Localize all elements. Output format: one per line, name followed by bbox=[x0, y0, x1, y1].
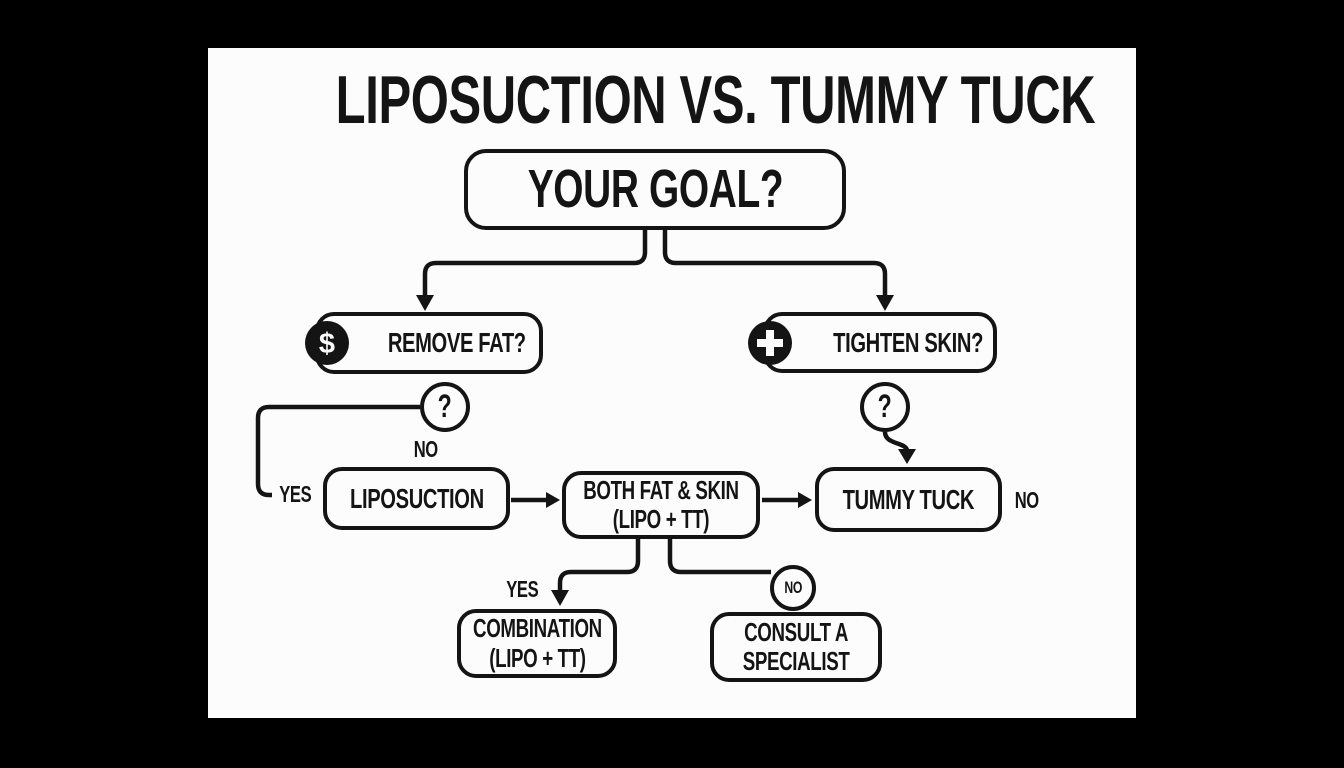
plus-circle-icon bbox=[747, 320, 792, 365]
node-tummy-tuck-label: TUMMY TUCK bbox=[842, 483, 975, 515]
question-mark: ? bbox=[878, 388, 892, 425]
connector-question-right-to-tummy-tuck bbox=[882, 431, 910, 452]
node-tummy-tuck: TUMMY TUCK bbox=[815, 467, 1002, 532]
node-liposuction-label: LIPOSUCTION bbox=[349, 482, 484, 514]
question-circle-tighten-skin: ? bbox=[860, 382, 910, 432]
no-circle-consult-text: NO bbox=[784, 578, 802, 598]
node-your-goal-label: YOUR GOAL? bbox=[527, 159, 783, 220]
connector-lines bbox=[255, 230, 916, 606]
node-tighten-skin: TIGHTEN SKIN? bbox=[747, 312, 997, 373]
arrowhead-into-combination bbox=[551, 590, 569, 606]
edge-label-no-tummy-tuck-text: NO bbox=[1014, 487, 1039, 513]
edge-label-yes-combination: YES bbox=[500, 576, 545, 603]
connector-goal-to-remove-fat bbox=[422, 230, 648, 297]
page-title: LIPOSUCTION VS. TUMMY TUCK bbox=[188, 62, 1116, 138]
connector-both-to-combination bbox=[557, 539, 641, 592]
node-both-fat-skin-label: BOTH FAT & SKIN (LIPO + TT) bbox=[583, 474, 739, 534]
edge-label-no-tummy-tuck: NO bbox=[1010, 487, 1044, 514]
question-mark: ? bbox=[438, 388, 452, 425]
node-combination-line2: (LIPO + TT) bbox=[488, 642, 586, 673]
node-consult-specialist-line2: SPECIALIST bbox=[742, 646, 850, 676]
node-combination-line1: COMBINATION bbox=[472, 613, 602, 644]
arrowhead-into-remove-fat bbox=[416, 295, 434, 311]
connector-goal-to-tighten-skin bbox=[662, 230, 888, 297]
node-liposuction: LIPOSUCTION bbox=[323, 467, 510, 530]
edge-label-yes-combination-text: YES bbox=[506, 576, 539, 602]
dollar-circle-icon: $ bbox=[305, 321, 350, 365]
node-both-fat-skin-line1: BOTH FAT & SKIN bbox=[583, 474, 739, 505]
node-tighten-skin-label: TIGHTEN SKIN? bbox=[833, 326, 983, 358]
arrowhead-into-tighten-skin bbox=[876, 295, 894, 311]
edge-label-yes-remove-fat-text: YES bbox=[279, 481, 312, 507]
node-consult-specialist: CONSULT A SPECIALIST bbox=[710, 612, 882, 682]
node-remove-fat: $ REMOVE FAT? bbox=[305, 312, 543, 374]
arrowhead-into-tummy-tuck-left bbox=[798, 492, 812, 508]
edge-label-no-remove-fat: NO bbox=[391, 436, 461, 463]
node-consult-specialist-line1: CONSULT A bbox=[744, 616, 848, 647]
node-your-goal: YOUR GOAL? bbox=[464, 149, 846, 230]
node-both-fat-skin-line2: (LIPO + TT) bbox=[612, 504, 710, 534]
node-consult-specialist-label: CONSULT A SPECIALIST bbox=[742, 616, 850, 676]
dollar-glyph: $ bbox=[319, 328, 335, 360]
node-combination-label: COMBINATION (LIPO + TT) bbox=[473, 614, 602, 672]
edge-label-no-remove-fat-text: NO bbox=[413, 436, 439, 462]
page-title-text: LIPOSUCTION VS. TUMMY TUCK bbox=[335, 62, 1096, 138]
node-both-fat-skin: BOTH FAT & SKIN (LIPO + TT) bbox=[562, 471, 760, 539]
connector-question-left-to-yes bbox=[255, 404, 420, 498]
flowchart-canvas: LIPOSUCTION VS. TUMMY TUCK YOUR GOAL? $ … bbox=[208, 48, 1136, 718]
arrowhead-into-both bbox=[546, 492, 560, 508]
node-remove-fat-label: REMOVE FAT? bbox=[388, 327, 526, 359]
connector-both-to-consult-no bbox=[667, 539, 771, 575]
arrowhead-into-tummy-tuck-top bbox=[898, 449, 916, 464]
node-combination: COMBINATION (LIPO + TT) bbox=[457, 609, 617, 678]
question-circle-remove-fat: ? bbox=[420, 382, 470, 432]
edge-label-yes-remove-fat: YES bbox=[273, 481, 318, 508]
no-circle-consult: NO bbox=[770, 565, 816, 611]
